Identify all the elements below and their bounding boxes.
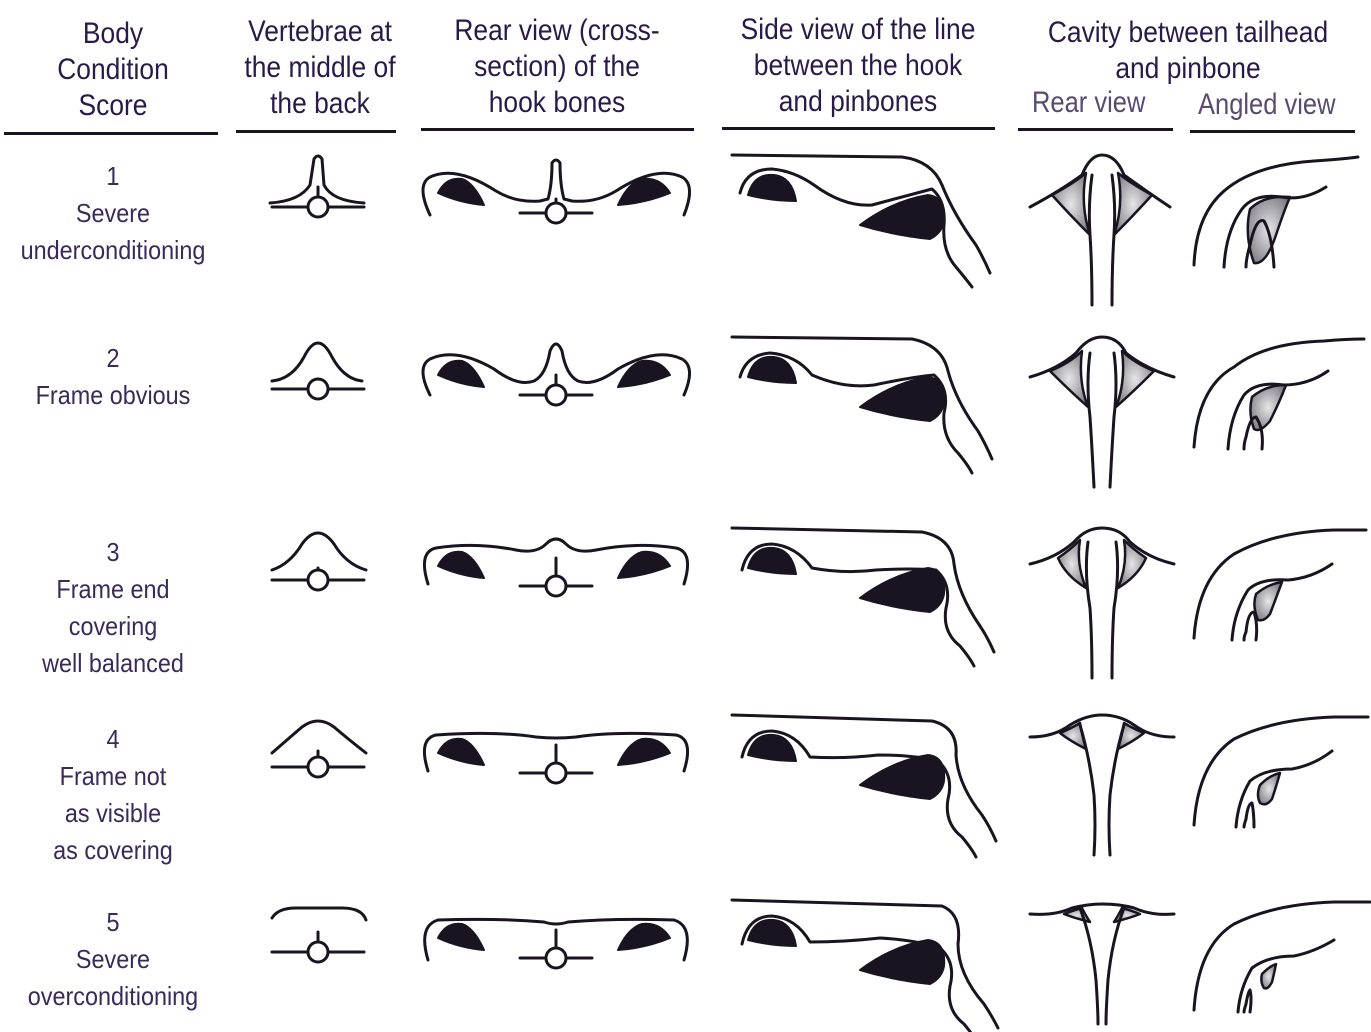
row-label-3: 3 Frame end covering well balanced — [11, 534, 214, 682]
side-view-drawing-1 — [730, 153, 992, 289]
cavity-rear-drawing-1 — [1028, 153, 1172, 307]
header-rear-line: hook bones — [488, 86, 626, 119]
cavity-rear-drawing-2 — [1028, 335, 1176, 489]
header-score: Body Condition Score — [22, 16, 203, 124]
side-view-drawing-5 — [730, 898, 1000, 1032]
header-vertebrae-line: Vertebrae at — [248, 15, 392, 48]
header-vertebrae-line: the middle of — [244, 51, 396, 84]
score-desc: covering — [68, 611, 158, 641]
header-side-line: between the hook — [753, 49, 963, 82]
score-number: 3 — [106, 537, 120, 567]
score-desc: well balanced — [42, 648, 184, 678]
cavity-rear-drawing-3 — [1028, 526, 1176, 680]
rear-view-drawing-4 — [422, 731, 690, 785]
cavity-angled-drawing-3 — [1192, 528, 1368, 642]
header-cavity-line: and pinbone — [1115, 52, 1261, 85]
score-desc: Severe — [75, 198, 151, 228]
score-number: 5 — [106, 907, 120, 937]
header-rule — [4, 132, 218, 135]
cavity-rear-drawing-5 — [1028, 902, 1176, 1026]
header-side-line: and pinbones — [778, 85, 938, 118]
row-label-1: 1 Severe underconditioning — [11, 158, 214, 269]
header-cavity: Cavity between tailhead and pinbone — [1031, 15, 1344, 87]
row-label-4: 4 Frame not as visible as covering — [11, 721, 214, 869]
header-rule — [1018, 128, 1173, 131]
rear-view-drawing-2 — [421, 342, 691, 407]
score-desc: underconditioning — [20, 235, 206, 265]
vertebra-drawing-4 — [270, 719, 368, 779]
header-side-line: Side view of the line — [740, 13, 976, 46]
header-score-line: Body — [82, 17, 144, 50]
header-side-view: Side view of the line between the hook a… — [721, 12, 996, 120]
score-desc: Frame not — [59, 761, 167, 791]
cavity-angled-drawing-1 — [1192, 155, 1360, 269]
side-view-drawing-2 — [730, 335, 994, 475]
score-desc: overconditioning — [27, 981, 199, 1011]
score-number: 4 — [106, 724, 120, 754]
cavity-angled-drawing-5 — [1192, 900, 1371, 1014]
header-rear-line: section) of the — [474, 50, 640, 83]
header-rear-line: Rear view (cross- — [454, 14, 660, 47]
header-rule — [722, 127, 995, 130]
header-rule — [236, 130, 396, 133]
header-rear-view: Rear view (cross- section) of the hook b… — [431, 13, 683, 121]
header-rule — [421, 128, 694, 131]
header-vertebrae: Vertebrae at the middle of the back — [234, 14, 406, 122]
score-number: 1 — [106, 161, 120, 191]
header-score-line: Score — [78, 89, 148, 122]
score-desc: Frame end — [56, 574, 170, 604]
header-vertebrae-line: the back — [270, 87, 370, 120]
vertebra-drawing-5 — [270, 906, 368, 964]
row-label-5: 5 Severe overconditioning — [11, 904, 214, 1015]
subheader-rear-view: Rear view — [1032, 86, 1146, 119]
vertebra-drawing-3 — [270, 531, 368, 592]
cavity-angled-drawing-4 — [1192, 715, 1370, 829]
cavity-rear-drawing-4 — [1028, 713, 1176, 857]
score-desc: Frame obvious — [35, 380, 191, 410]
vertebra-drawing-1 — [268, 154, 366, 219]
rear-view-drawing-5 — [423, 917, 689, 970]
rear-view-drawing-1 — [421, 158, 691, 225]
vertebra-drawing-2 — [270, 341, 366, 401]
score-desc: as covering — [53, 835, 173, 865]
header-score-line: Condition — [57, 53, 169, 86]
side-view-drawing-4 — [730, 713, 998, 859]
side-view-drawing-3 — [730, 526, 996, 668]
row-label-2: 2 Frame obvious — [11, 340, 214, 414]
score-number: 2 — [106, 343, 120, 373]
score-desc: Severe — [75, 944, 151, 974]
subheader-angled-view: Angled view — [1198, 88, 1336, 121]
header-rule — [1190, 130, 1355, 133]
header-cavity-line: Cavity between tailhead — [1047, 16, 1329, 49]
score-desc: as visible — [64, 798, 162, 828]
cavity-angled-drawing-2 — [1192, 337, 1366, 451]
rear-view-drawing-3 — [422, 537, 690, 598]
